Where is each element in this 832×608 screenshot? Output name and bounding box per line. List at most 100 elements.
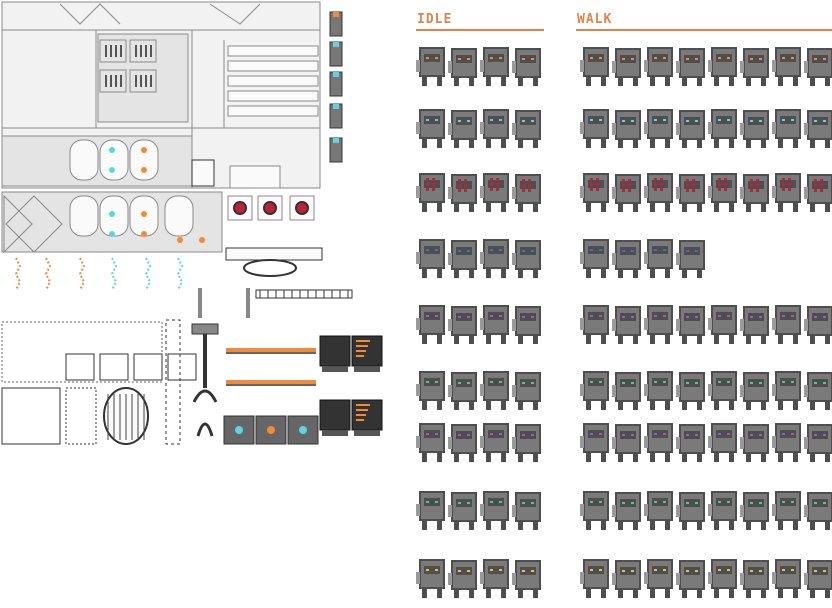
robot-leg	[601, 452, 606, 462]
robot-eye	[750, 184, 753, 187]
floor-light	[299, 426, 307, 434]
robot-eye	[435, 501, 438, 503]
robot-leg	[533, 400, 538, 410]
robot-eye	[622, 382, 625, 384]
robot-eye	[788, 178, 791, 181]
robot-sprite	[676, 240, 705, 278]
claw-grip	[192, 389, 218, 403]
robot-eye	[814, 434, 817, 436]
capsule-panel	[164, 195, 194, 237]
plank	[227, 90, 319, 102]
pattern-tile	[133, 353, 163, 381]
robot-leg	[825, 334, 830, 344]
robot-arm	[448, 385, 452, 397]
robot-eye	[718, 381, 721, 383]
robot-leg	[650, 520, 655, 530]
robot-eye	[654, 501, 657, 503]
robot-face	[620, 431, 636, 439]
robot-leg	[697, 520, 702, 530]
robot-face	[424, 116, 440, 124]
robot-leg	[486, 334, 491, 344]
robot-sprite	[644, 371, 673, 410]
robot-eye	[531, 250, 534, 252]
robot-leg	[422, 520, 427, 530]
robot-arm	[740, 573, 744, 585]
robot-leg	[586, 520, 591, 530]
robot-eye	[467, 316, 470, 318]
robot-arm	[612, 573, 616, 585]
robot-eye	[467, 58, 470, 60]
robot-leg	[650, 400, 655, 410]
floor-light	[235, 426, 243, 434]
robot-leg	[518, 520, 523, 530]
robot-eye	[750, 316, 753, 318]
robot-leg	[518, 138, 523, 148]
robot-leg	[746, 520, 751, 530]
robot-sprite	[512, 424, 541, 462]
monitor-text	[356, 419, 364, 421]
pipe-shadow	[226, 384, 262, 386]
robot-arm	[448, 253, 452, 265]
robot-leg	[601, 588, 606, 598]
robot-face	[684, 379, 700, 387]
capsule-panel	[99, 139, 129, 181]
robot-eye	[467, 502, 470, 504]
robot-eye	[522, 250, 525, 252]
robot-eye	[631, 120, 634, 122]
robot-eye	[435, 249, 438, 251]
robot-eye	[820, 179, 823, 182]
robot-arm	[644, 384, 648, 396]
indicator-light	[141, 167, 147, 173]
robot-eye	[490, 569, 493, 571]
robot-eye	[686, 434, 689, 436]
robot-sprite	[804, 424, 832, 462]
robot-eye	[522, 58, 525, 60]
robot-eye	[596, 183, 599, 186]
robot-face	[456, 431, 472, 439]
robot-eye	[727, 433, 730, 435]
robot-eye	[756, 189, 759, 192]
robot-eye	[599, 119, 602, 121]
robot-eye	[727, 381, 730, 383]
robot-face	[780, 498, 796, 506]
robot-eye	[499, 501, 502, 503]
monitor-text	[356, 345, 368, 347]
robot-arm	[772, 318, 776, 330]
robot-face	[716, 498, 732, 506]
robot-leg	[825, 76, 830, 86]
robot-face	[424, 312, 440, 320]
robot-leg	[633, 202, 638, 212]
robot-sprite	[480, 491, 509, 530]
robot-eye	[814, 570, 817, 572]
robot-leg	[761, 334, 766, 344]
robot-sprite	[512, 240, 541, 278]
pattern-tile	[65, 387, 97, 445]
diamond-panel	[5, 195, 63, 253]
robot-leg	[778, 76, 783, 86]
pipe-accent	[262, 380, 316, 384]
robot-sprites-area	[416, 47, 832, 598]
cart-platform	[225, 247, 323, 261]
robot-eye	[759, 120, 762, 122]
robot-sprite	[676, 174, 705, 212]
robot-eye	[522, 382, 525, 384]
robot-eye	[695, 434, 698, 436]
robot-leg	[665, 202, 670, 212]
robot-leg	[422, 452, 427, 462]
robot-arm	[676, 187, 680, 199]
robot-eye	[788, 183, 791, 186]
vent-slot	[145, 45, 147, 57]
robot-eye	[791, 433, 794, 435]
pole	[198, 288, 202, 318]
robot-arm	[804, 505, 808, 517]
robot-leg	[729, 588, 734, 598]
robot-eye	[686, 179, 689, 182]
robot-leg	[682, 202, 687, 212]
robot-eye	[458, 189, 461, 192]
robot-face	[588, 378, 604, 386]
robot-leg	[486, 138, 491, 148]
robot-sprite	[676, 492, 705, 530]
robot-sprite	[740, 110, 769, 148]
robot-eye	[727, 57, 730, 59]
robot-eye	[695, 502, 698, 504]
